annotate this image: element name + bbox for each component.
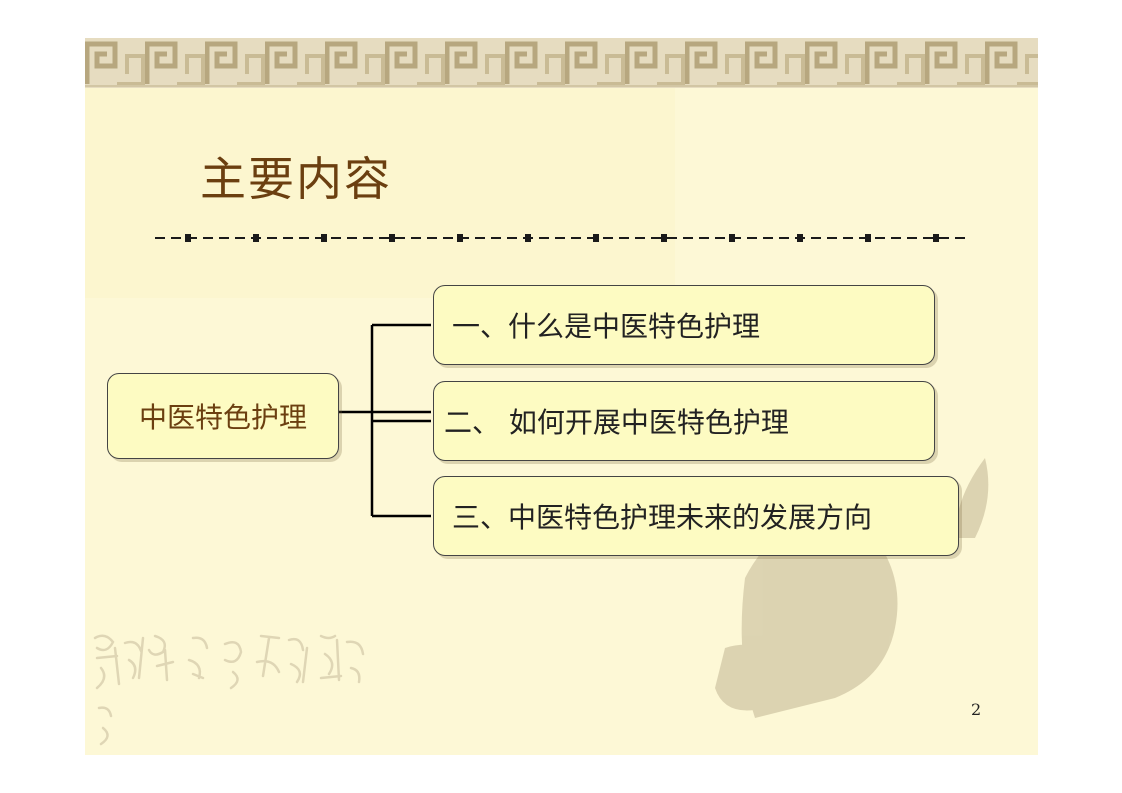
- mindmap-connectors: [339, 323, 431, 518]
- root-label: 中医特色护理: [138, 401, 307, 434]
- upper-background-panel: [85, 88, 675, 298]
- slide: 主要内容 中医特色护理 一、什: [85, 38, 1038, 755]
- mindmap-branch-3: 三、中医特色护理未来的发展方向: [433, 476, 959, 556]
- mindmap-root-node: 中医特色护理: [107, 373, 339, 459]
- title-divider: [155, 234, 970, 242]
- mindmap-branch-2: 二、 如何开展中医特色护理: [433, 381, 935, 461]
- branch-3-label: 三、中医特色护理未来的发展方向: [452, 501, 873, 534]
- mindmap-branch-1: 一、什么是中医特色护理: [433, 285, 935, 365]
- page-number: 2: [971, 700, 982, 719]
- branch-1-label: 一、什么是中医特色护理: [452, 310, 761, 343]
- branch-2-label: 二、 如何开展中医特色护理: [444, 406, 789, 439]
- greek-key-border-band: [85, 38, 1038, 88]
- slide-title: 主要内容: [200, 152, 392, 206]
